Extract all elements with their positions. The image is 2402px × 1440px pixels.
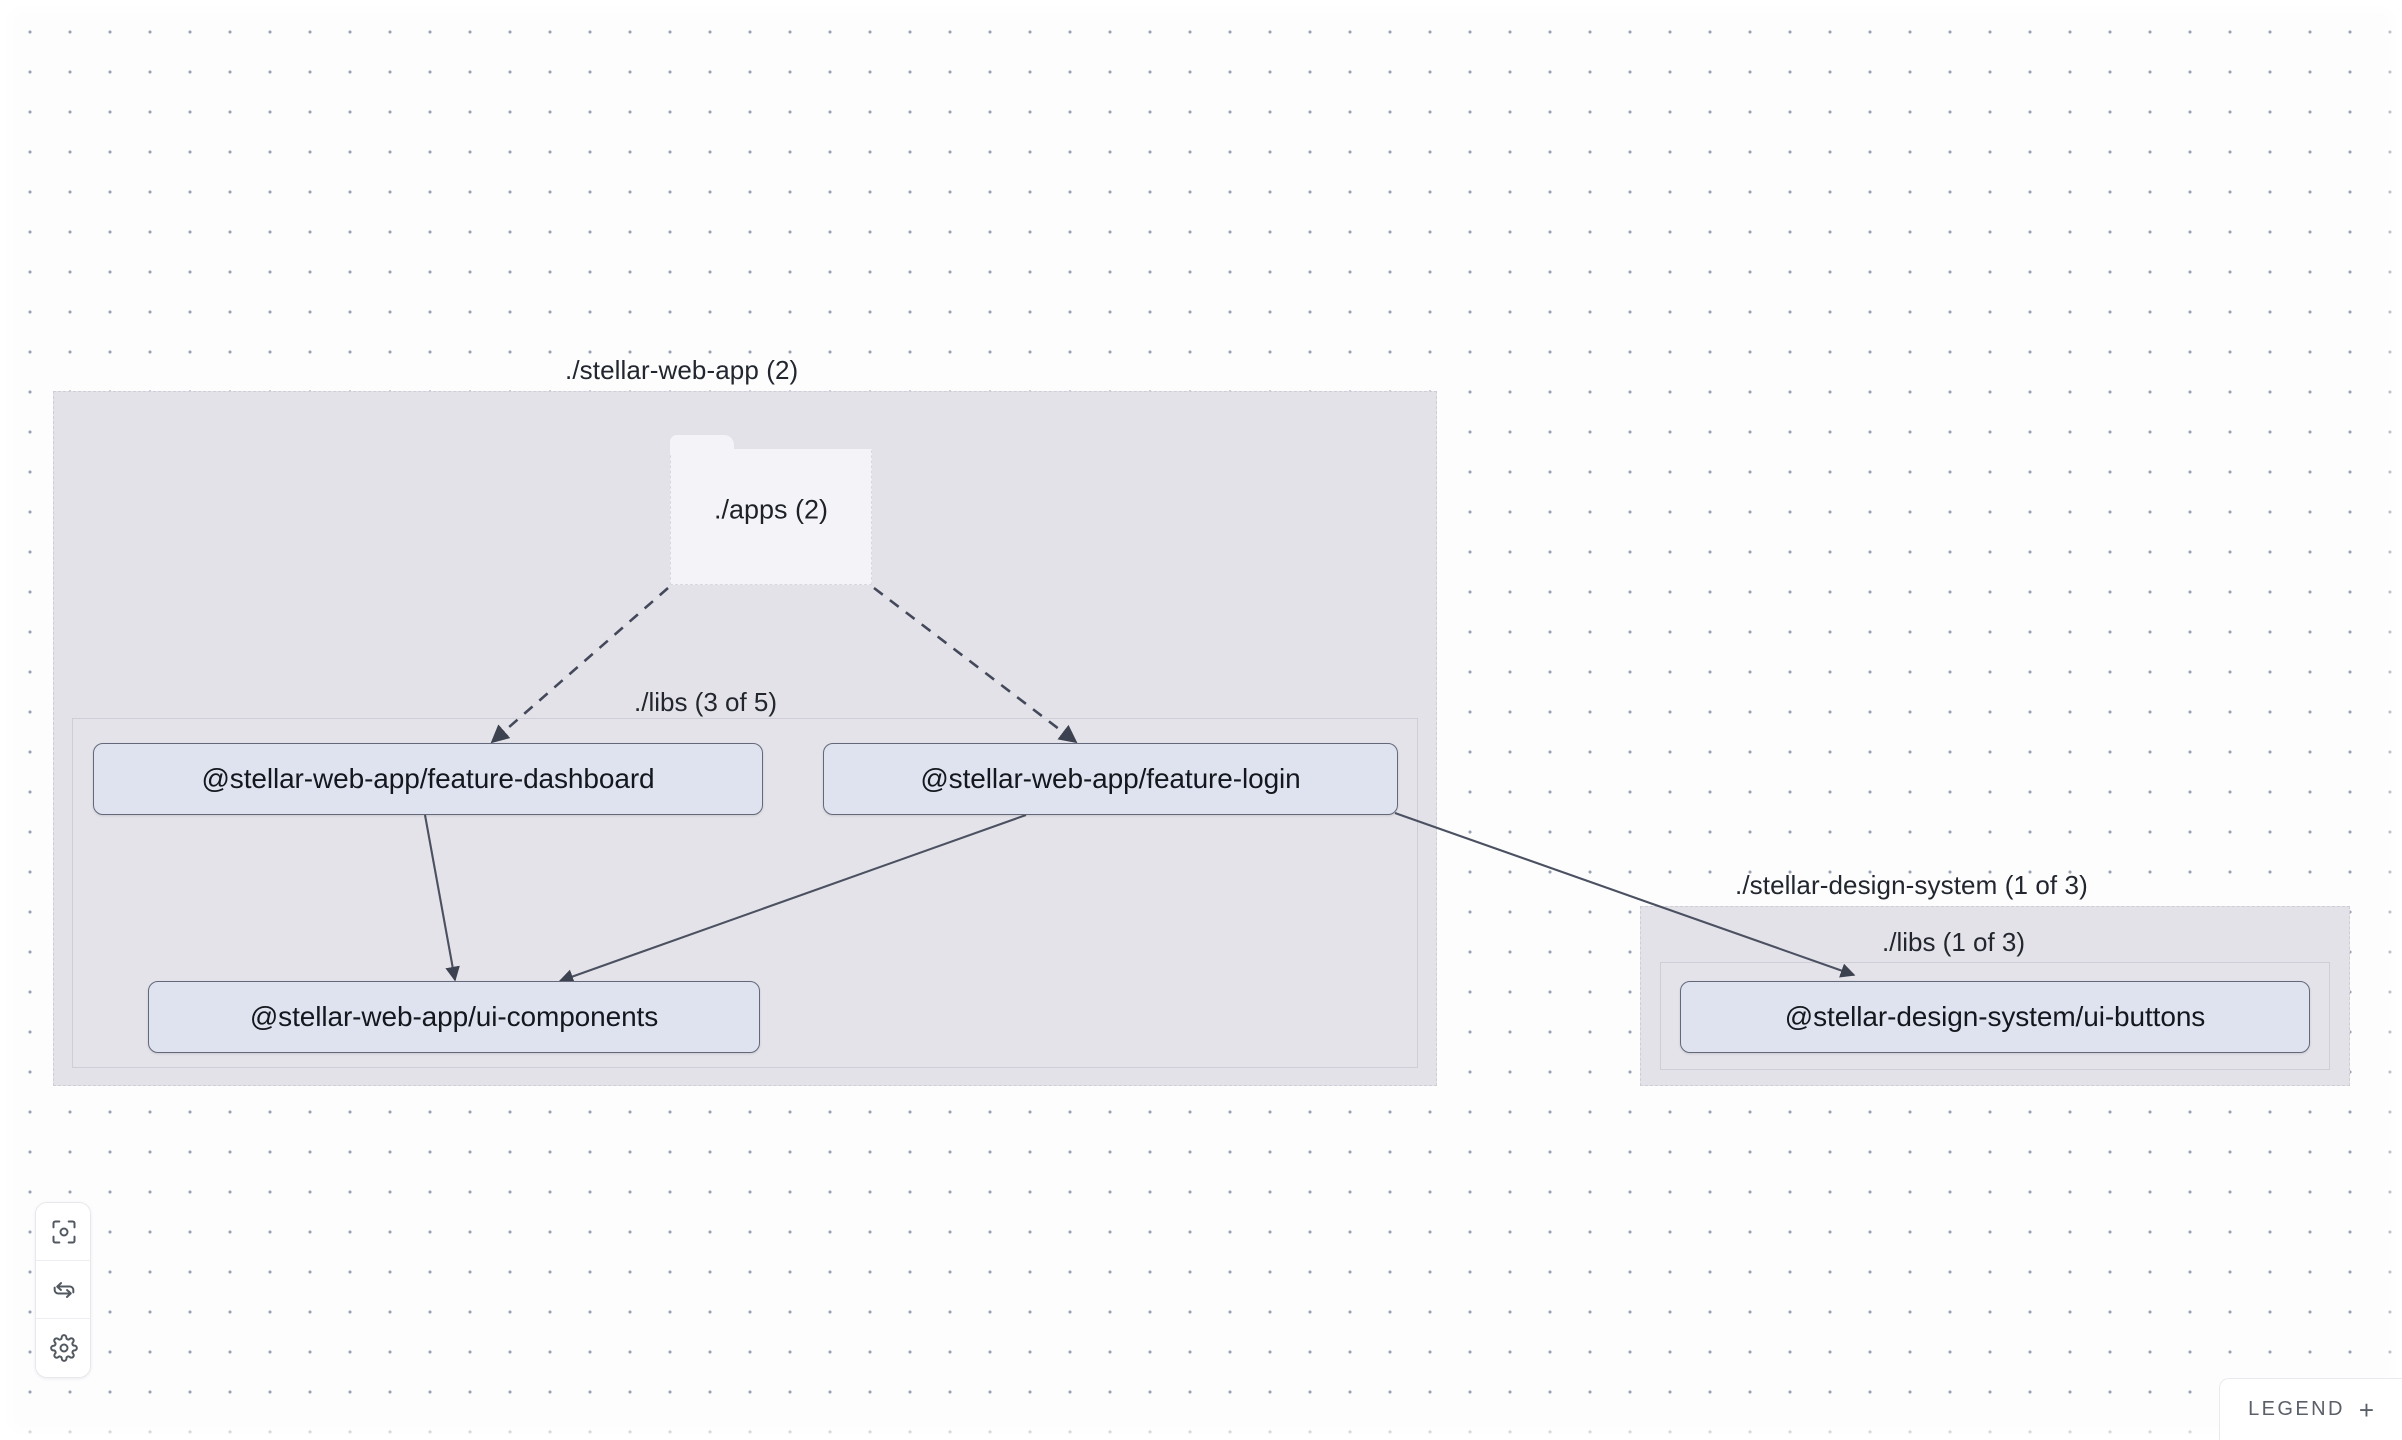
folder-shape	[670, 437, 872, 585]
legend-toggle[interactable]: LEGEND +	[2219, 1378, 2402, 1440]
plus-icon: +	[2358, 1394, 2374, 1425]
lib-node-ui-components[interactable]: @stellar-web-app/ui-components	[148, 981, 760, 1053]
refresh-icon	[50, 1276, 78, 1304]
lib-node-feature-dashboard[interactable]: @stellar-web-app/feature-dashboard	[93, 743, 763, 815]
folder-tab	[670, 435, 734, 453]
focus-target-icon	[50, 1218, 78, 1246]
folder-node-label: ./apps (2)	[713, 494, 829, 525]
lib-node-label: @stellar-web-app/ui-components	[249, 1001, 659, 1032]
project-label-stellar-web-app: ./stellar-web-app (2)	[565, 355, 799, 385]
project-label-stellar-design-system: ./stellar-design-system (1 of 3)	[1735, 870, 2088, 900]
refresh-graph-button[interactable]	[36, 1261, 90, 1319]
folder-node-apps[interactable]: ./apps (2)	[670, 435, 872, 585]
graph-settings-button[interactable]	[36, 1319, 90, 1377]
legend-label: LEGEND	[2248, 1398, 2345, 1420]
lib-node-feature-login[interactable]: @stellar-web-app/feature-login	[823, 743, 1398, 815]
libs-container-stellar-design-system[interactable]	[1660, 962, 2330, 1070]
focus-graph-button[interactable]	[36, 1203, 90, 1261]
graph-controls-panel[interactable]	[35, 1202, 91, 1378]
lib-node-label: @stellar-design-system/ui-buttons	[1784, 1001, 2206, 1032]
libs-group-label-stellar-web-app: ./libs (3 of 5)	[634, 687, 778, 717]
lib-node-ui-buttons[interactable]: @stellar-design-system/ui-buttons	[1680, 981, 2310, 1053]
libs-group-label-stellar-design-system: ./libs (1 of 3)	[1882, 927, 2026, 957]
lib-node-label: @stellar-web-app/feature-login	[920, 763, 1301, 794]
lib-node-label: @stellar-web-app/feature-dashboard	[201, 763, 655, 794]
gear-icon	[50, 1334, 78, 1362]
